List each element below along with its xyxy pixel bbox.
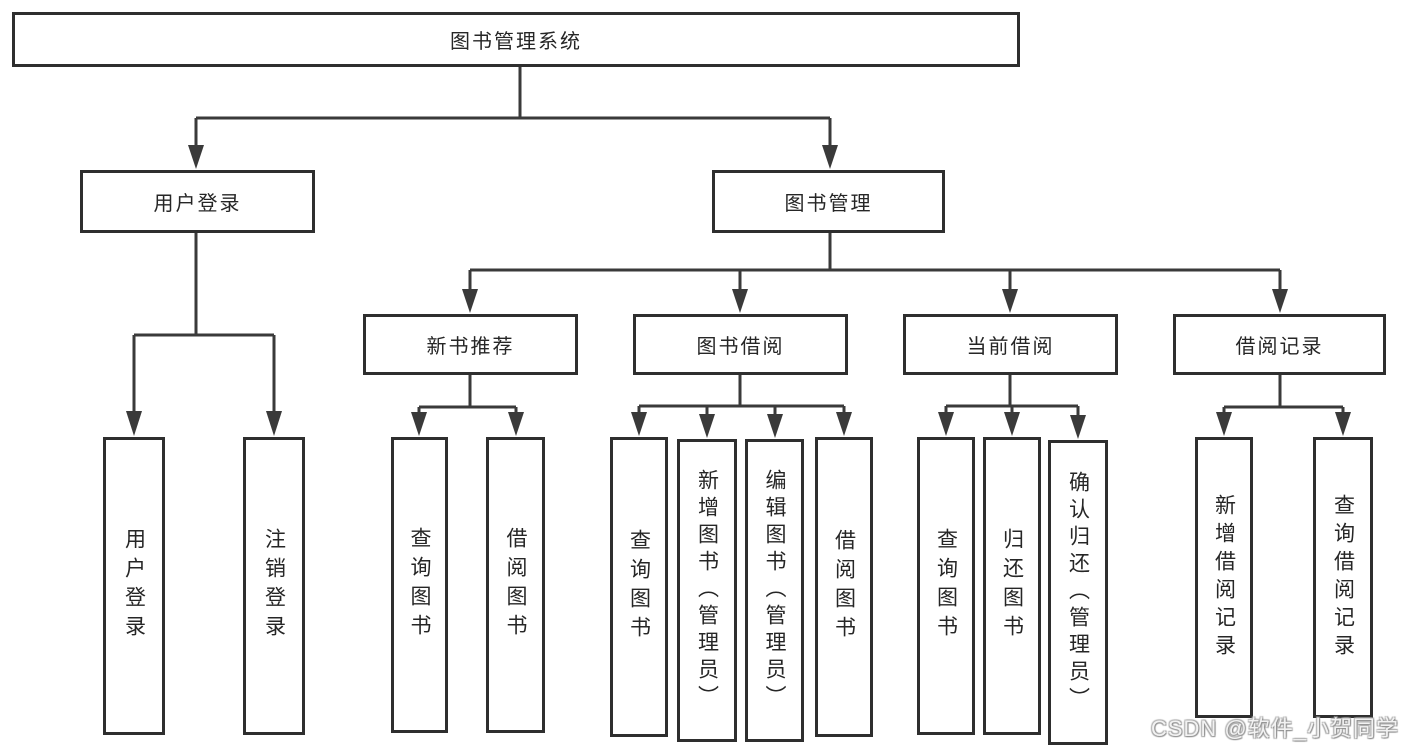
leaf-borrow-books: 借阅图书 (815, 437, 873, 737)
node-new-book-recommend: 新书推荐 (363, 314, 578, 375)
leaf-edit-books-admin: 编辑图书（管理员） (745, 439, 804, 742)
leaf-logout: 注销登录 (243, 437, 305, 735)
node-borrow-records: 借阅记录 (1173, 314, 1386, 375)
node-root-library-system: 图书管理系统 (12, 12, 1020, 67)
node-book-borrow: 图书借阅 (633, 314, 848, 375)
leaf-confirm-return-admin: 确认归还（管理员） (1048, 440, 1108, 745)
leaf-query-borrow-record: 查询借阅记录 (1313, 437, 1373, 718)
leaf-query-books-recommend: 查询图书 (391, 437, 448, 733)
leaf-return-books: 归还图书 (983, 437, 1041, 735)
leaf-query-books-borrow: 查询图书 (610, 437, 668, 737)
leaf-add-books-admin: 新增图书（管理员） (677, 439, 737, 742)
node-current-borrow: 当前借阅 (903, 314, 1118, 375)
leaf-query-books-current: 查询图书 (917, 437, 975, 735)
node-book-management: 图书管理 (712, 170, 945, 233)
leaf-borrow-books-recommend: 借阅图书 (486, 437, 545, 733)
leaf-add-borrow-record: 新增借阅记录 (1195, 437, 1253, 718)
node-user-login: 用户登录 (80, 170, 315, 233)
leaf-user-login: 用户登录 (103, 437, 165, 735)
csdn-watermark: CSDN @软件_小贺同学 (1150, 716, 1399, 741)
